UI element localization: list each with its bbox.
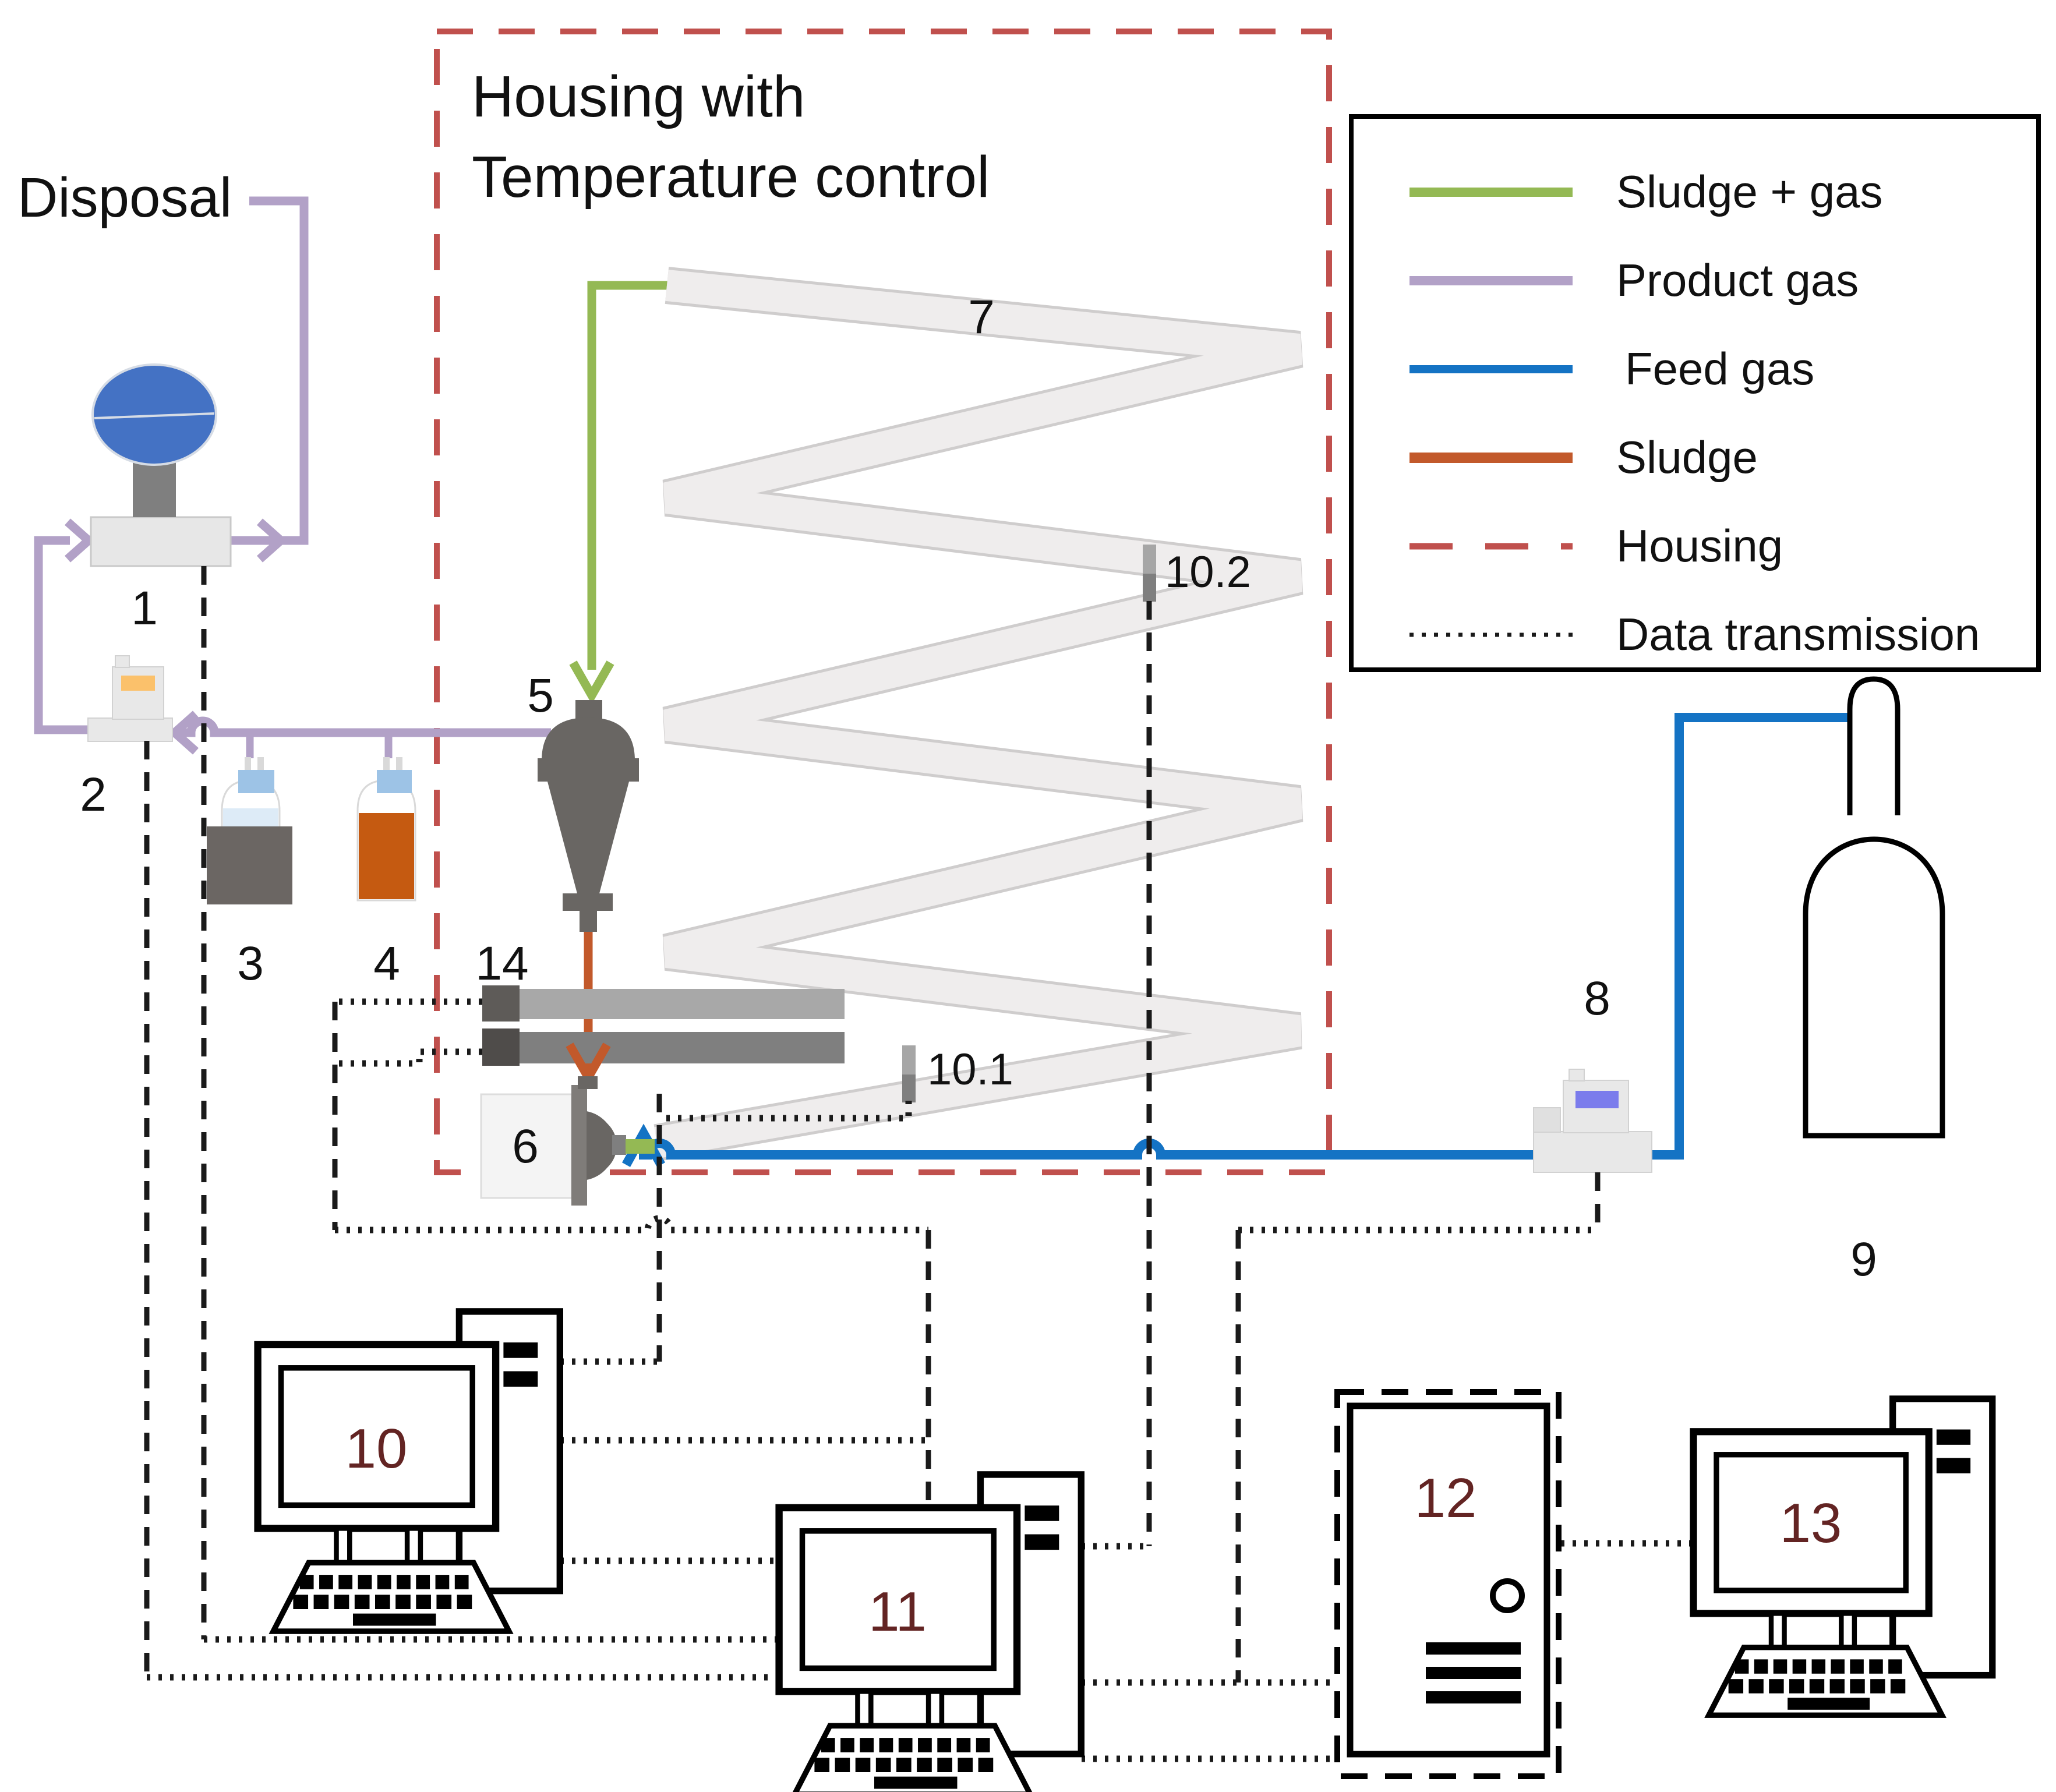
label-6: 6 — [512, 1120, 539, 1173]
label-10-2: 10.2 — [1165, 547, 1251, 597]
legend-label-feed-gas: Feed gas — [1625, 343, 1814, 394]
gas-analyzer — [87, 655, 173, 742]
wash-bottle — [207, 757, 292, 904]
power-button-icon — [1490, 1578, 1525, 1613]
arrow-up-icon — [622, 1123, 665, 1167]
label-9: 9 — [1850, 1233, 1877, 1286]
sample-bottle — [356, 757, 416, 902]
housing-title-line2: Temperature control — [472, 144, 990, 210]
label-pc13: 13 — [1780, 1492, 1842, 1554]
sensor-10-1 — [902, 1045, 916, 1102]
computer-13 — [1694, 1399, 1993, 1715]
sludge-gas-line — [569, 281, 670, 705]
label-1: 1 — [131, 582, 158, 635]
computer-10 — [258, 1312, 560, 1631]
sensor-10-2 — [1143, 545, 1156, 602]
label-4: 4 — [373, 937, 400, 990]
cooler-box — [207, 826, 292, 904]
separator — [538, 700, 639, 932]
label-5: 5 — [527, 669, 554, 722]
legend: Sludge + gas Product gas Feed gas Sludge… — [1349, 114, 2041, 672]
label-3: 3 — [237, 937, 264, 990]
housing-title-line1: Housing with — [472, 64, 806, 129]
label-pc10: 10 — [345, 1418, 408, 1480]
legend-label-housing: Housing — [1616, 520, 1783, 571]
pump — [480, 1076, 655, 1206]
housing-border — [434, 29, 1332, 1175]
arrow-right-icon — [65, 518, 96, 563]
legend-label-data: Data transmission — [1616, 609, 1980, 660]
legend-label-sludge-gas: Sludge + gas — [1616, 166, 1883, 217]
arrow-left-icon — [168, 711, 199, 755]
label-pc11: 11 — [868, 1581, 927, 1643]
arrow-right-icon — [257, 518, 288, 563]
pump-outlet — [626, 1139, 655, 1154]
gas-cylinder — [1803, 676, 1945, 1139]
label-server12: 12 — [1415, 1467, 1477, 1529]
label-10-1: 10.1 — [927, 1045, 1013, 1094]
legend-label-sludge: Sludge — [1616, 432, 1758, 483]
legend-label-product-gas: Product gas — [1616, 255, 1859, 306]
disposal-label: Disposal — [17, 167, 232, 229]
label-14: 14 — [475, 937, 528, 990]
tube-coil — [653, 267, 1303, 1161]
gas-meter — [90, 363, 232, 567]
product-gas-lines — [34, 196, 556, 758]
arrow-down-icon — [569, 660, 614, 705]
mass-flow-controller — [1533, 1069, 1652, 1173]
control-unit-12 — [1334, 1389, 1562, 1779]
mfc-display — [1575, 1091, 1619, 1108]
data-lines — [144, 566, 1694, 1762]
computer-11 — [779, 1475, 1082, 1792]
label-8: 8 — [1584, 972, 1610, 1025]
label-7: 7 — [968, 291, 995, 344]
temperature-controllers — [482, 985, 845, 1066]
analyzer-display — [121, 676, 155, 691]
bottle-cap — [377, 770, 412, 793]
label-2: 2 — [80, 768, 107, 821]
bottle-cap — [238, 770, 274, 793]
